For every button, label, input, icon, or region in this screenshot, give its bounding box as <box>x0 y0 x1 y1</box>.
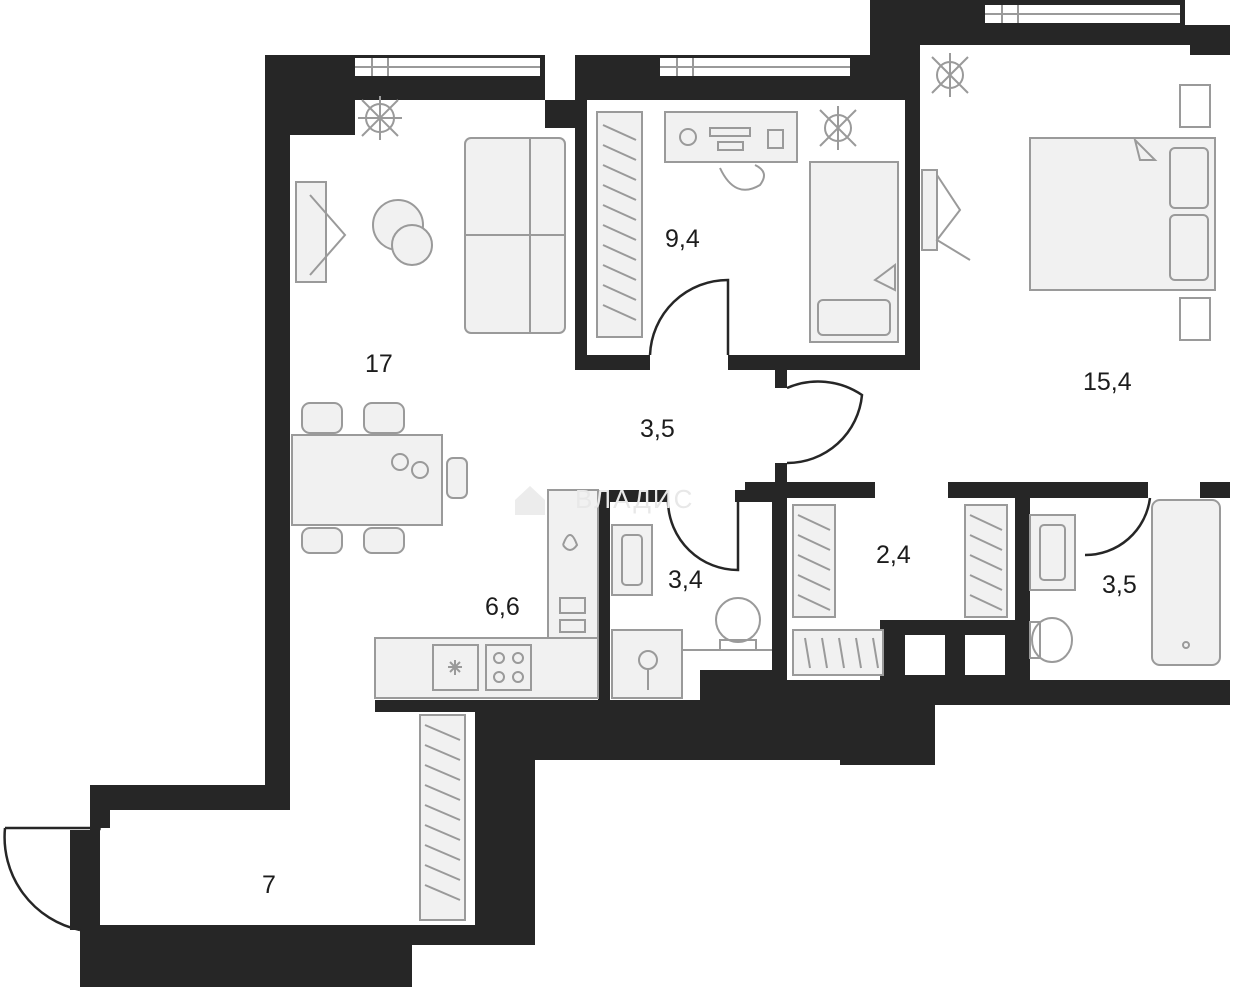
large-bedroom-furniture <box>921 53 1216 341</box>
walls <box>70 0 1230 987</box>
area-bedroom-small: 9,4 <box>665 225 700 253</box>
doors <box>3 278 1152 932</box>
small-bedroom-furniture <box>596 106 899 343</box>
area-hall: 3,5 <box>640 415 675 443</box>
living-furniture <box>291 96 566 554</box>
house-logo-icon <box>515 486 545 515</box>
wc-fixtures <box>611 524 772 699</box>
watermark-text: ВЛАДИС <box>575 484 694 514</box>
area-bathroom: 3,5 <box>1102 571 1137 599</box>
area-wc: 3,4 <box>668 566 703 594</box>
area-kitchen: 6,6 <box>485 593 520 621</box>
area-balcony: 7 <box>262 871 276 899</box>
storage-fixtures <box>792 504 1008 676</box>
area-living: 17 <box>365 350 393 378</box>
watermark: ВЛАДИС <box>515 484 694 515</box>
balcony-furniture <box>419 714 466 921</box>
kitchen-furniture <box>374 489 599 699</box>
plant-icon <box>931 53 969 97</box>
area-storage: 2,4 <box>876 541 911 569</box>
area-labels: 17 9,4 3,5 15,4 6,6 3,4 2,4 3,5 7 <box>262 225 1137 899</box>
plant-icon <box>358 96 402 140</box>
bathroom-fixtures <box>1029 499 1221 666</box>
plant-icon <box>819 106 857 150</box>
area-bedroom-large: 15,4 <box>1083 368 1132 396</box>
